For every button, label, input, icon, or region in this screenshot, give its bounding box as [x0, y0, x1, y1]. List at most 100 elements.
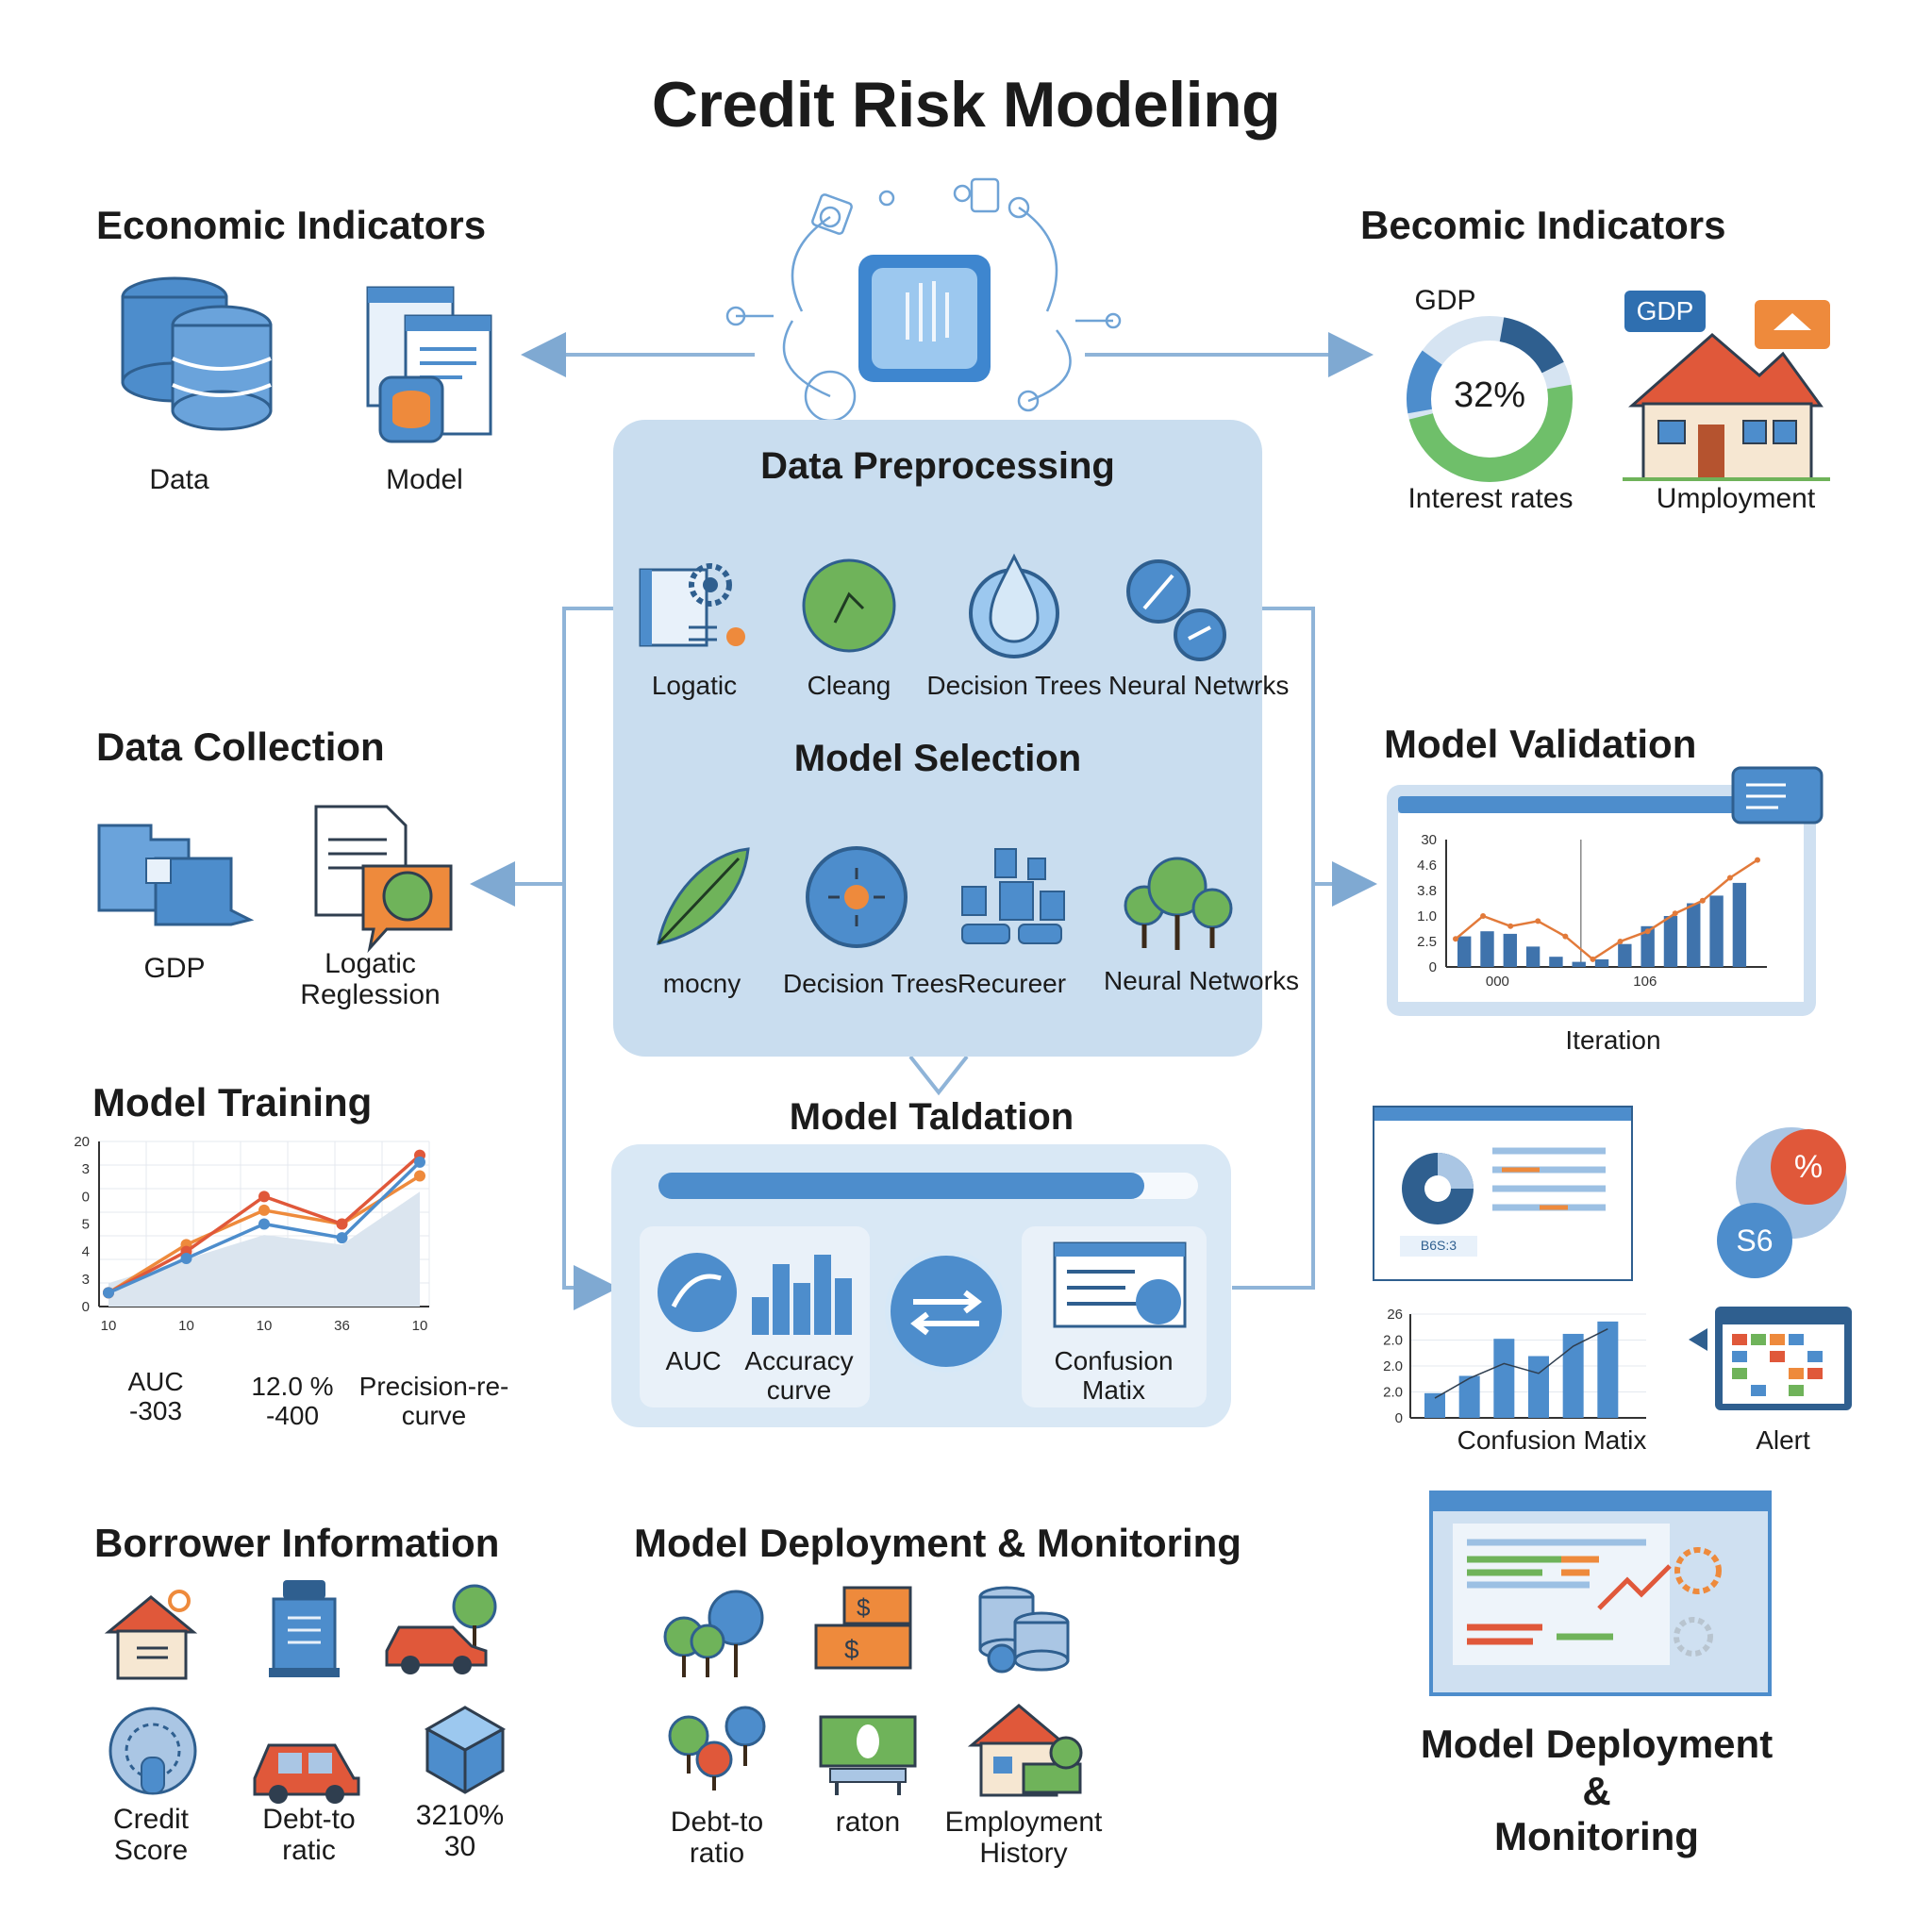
- trend-point: [1726, 874, 1733, 881]
- bar: [1597, 1321, 1619, 1418]
- gauge-gdp-label: GDP: [1414, 285, 1476, 316]
- x-tick-label: 000: [1486, 974, 1509, 990]
- interest-rates-label: Interest rates: [1407, 483, 1574, 514]
- auc-icon: [658, 1253, 737, 1332]
- area-series: [108, 1191, 420, 1307]
- neural-nodes-icon: [1126, 559, 1226, 661]
- selection-item-2: Decision Trees: [783, 969, 958, 998]
- data-collection-item-2: Logatic Reglession: [300, 948, 441, 1010]
- ration-board-icon: [819, 1715, 917, 1795]
- bar: [1525, 946, 1541, 967]
- data-point: [336, 1232, 348, 1244]
- trees-icon: [1124, 857, 1233, 950]
- window-titlebar: [1398, 796, 1804, 813]
- trend-point: [1644, 928, 1651, 935]
- deployment-item-3: Employment History: [944, 1807, 1103, 1869]
- economic-indicators-heading: Economic Indicators: [96, 203, 487, 247]
- borrower-information-heading: Borrower Information: [94, 1521, 500, 1565]
- bar: [1709, 895, 1724, 967]
- y-tick-label: 2.0: [1383, 1333, 1403, 1349]
- y-tick-label: 2.0: [1383, 1385, 1403, 1401]
- confusion-matix-label: Confusion Matix: [1457, 1425, 1647, 1455]
- y-tick-label: 0: [1429, 959, 1437, 975]
- dashboard-titlebar: [1374, 1108, 1631, 1121]
- page-title: Credit Risk Modeling: [651, 69, 1281, 141]
- trend-point: [1562, 933, 1569, 940]
- bar: [1562, 1333, 1584, 1418]
- deployment-heading: Model Deployment & Monitoring: [634, 1521, 1241, 1565]
- gauge-value: 32%: [1453, 375, 1526, 415]
- s6-badge: S6: [1717, 1203, 1792, 1278]
- trees-small-icon: [668, 1706, 766, 1790]
- trend-point: [1699, 897, 1706, 904]
- y-tick-label: 30: [1421, 832, 1437, 848]
- model-taldation-heading: Model Taldation: [789, 1096, 1074, 1138]
- data-point: [414, 1156, 425, 1168]
- car-icon: [253, 1743, 360, 1804]
- donut-gauge: [1406, 316, 1573, 482]
- bar: [1732, 882, 1747, 967]
- y-tick-label: 2.0: [1383, 1358, 1403, 1374]
- borrower-item-2: Debt-to ratic: [262, 1804, 356, 1866]
- y-tick-label: 1.0: [1417, 908, 1437, 924]
- trend-point: [1453, 936, 1458, 942]
- leaf-icon: [657, 847, 750, 945]
- x-tick-label: 106: [1633, 974, 1657, 990]
- money-notes-icon: $ $: [814, 1586, 912, 1670]
- bar: [1572, 961, 1586, 967]
- home-icon: [104, 1590, 198, 1680]
- deployment-dashboard-content: [1453, 1524, 1722, 1665]
- database-icon: [121, 276, 273, 431]
- y-tick-label: 20: [74, 1134, 90, 1150]
- training-metric-1: AUC -303: [127, 1367, 184, 1425]
- bar: [1480, 931, 1494, 967]
- deployment-dashboard-titlebar: [1433, 1494, 1768, 1511]
- bar: [1618, 943, 1632, 967]
- validation-progress-fill: [658, 1173, 1144, 1199]
- x-tick-label: 10: [412, 1318, 428, 1334]
- document-stack-icon: [366, 286, 492, 443]
- x-tick-label: 36: [334, 1318, 350, 1334]
- bar: [1594, 958, 1609, 967]
- bar: [1641, 925, 1655, 967]
- bar: [1458, 1375, 1480, 1418]
- model-training-heading: Model Training: [92, 1080, 373, 1124]
- data-point: [103, 1287, 114, 1299]
- credit-score-icon: [108, 1707, 197, 1795]
- x-tick-label: 10: [101, 1318, 117, 1334]
- y-tick-label: 3: [82, 1161, 90, 1177]
- dashboard-content: [1400, 1147, 1606, 1257]
- model-validation-heading: Model Validation: [1384, 722, 1697, 766]
- trend-point: [1672, 910, 1678, 917]
- bar: [1687, 903, 1701, 967]
- trend-point: [1507, 923, 1514, 929]
- data-point: [258, 1218, 270, 1230]
- bar: [1528, 1356, 1549, 1418]
- trend-line: [1434, 1328, 1608, 1399]
- validation-progress-track: [658, 1173, 1198, 1199]
- data-label: Data: [149, 464, 209, 495]
- network-hub-icon: [725, 177, 1122, 423]
- preprocessing-item-3: Decision Trees: [926, 671, 1102, 700]
- sun-target-icon: [806, 846, 908, 948]
- model-label: Model: [386, 464, 463, 495]
- validation-item-2: Accuracy curve: [744, 1346, 854, 1405]
- bar: [1663, 916, 1678, 967]
- trend-point: [1535, 918, 1541, 924]
- preprocessing-item-4: Neural Netwrks: [1108, 671, 1290, 700]
- data-collection-heading: Data Collection: [96, 724, 385, 769]
- y-tick-label: 5: [82, 1217, 90, 1233]
- atm-icon: [269, 1580, 340, 1677]
- report-badge-icon: [1731, 766, 1824, 824]
- bar: [1549, 957, 1563, 967]
- data-point: [258, 1204, 270, 1216]
- validation-item-1: AUC: [665, 1346, 722, 1375]
- selection-item-1: mocny: [662, 969, 741, 998]
- deployment-item-2: raton: [835, 1807, 901, 1838]
- cleaning-icon: [802, 558, 896, 653]
- training-metric-2: 12.0 % -400: [251, 1372, 334, 1430]
- validation-item-3: Confusion Matix: [1054, 1346, 1174, 1405]
- deployment-right-line-2: &: [1582, 1769, 1611, 1813]
